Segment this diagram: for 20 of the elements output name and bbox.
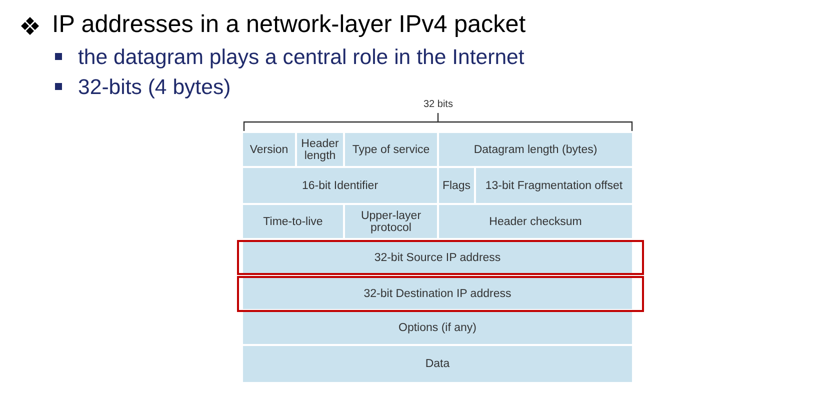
highlight-frame xyxy=(237,240,644,275)
packet-field: Version xyxy=(243,133,295,166)
packet-field: Upper-layer protocol xyxy=(345,205,437,238)
packet-field: Header checksum xyxy=(439,205,632,238)
packet-field: Options (if any) xyxy=(243,312,632,344)
packet-field: Datagram length (bytes) xyxy=(439,133,632,166)
slide-title: IP addresses in a network-layer IPv4 packet xyxy=(52,10,526,40)
packet-field: 16-bit Identifier xyxy=(243,168,437,203)
packet-field: Flags xyxy=(439,168,474,203)
packet-field: 13-bit Fragmentation offset xyxy=(476,168,632,203)
packet-field: Time-to-live xyxy=(243,205,343,238)
packet-field: 32-bit Source IP address xyxy=(243,242,632,273)
packet-field: Data xyxy=(243,346,632,382)
packet-field: Header length xyxy=(297,133,343,166)
bullet-text: the datagram plays a central role in the Internet xyxy=(78,44,524,70)
packet-field: Type of service xyxy=(345,133,437,166)
highlight-frame xyxy=(237,276,644,312)
dimension-label: 32 bits xyxy=(424,99,453,111)
bullet-text: 32-bits (4 bytes) xyxy=(78,74,231,100)
packet-field: 32-bit Destination IP address xyxy=(243,278,632,309)
